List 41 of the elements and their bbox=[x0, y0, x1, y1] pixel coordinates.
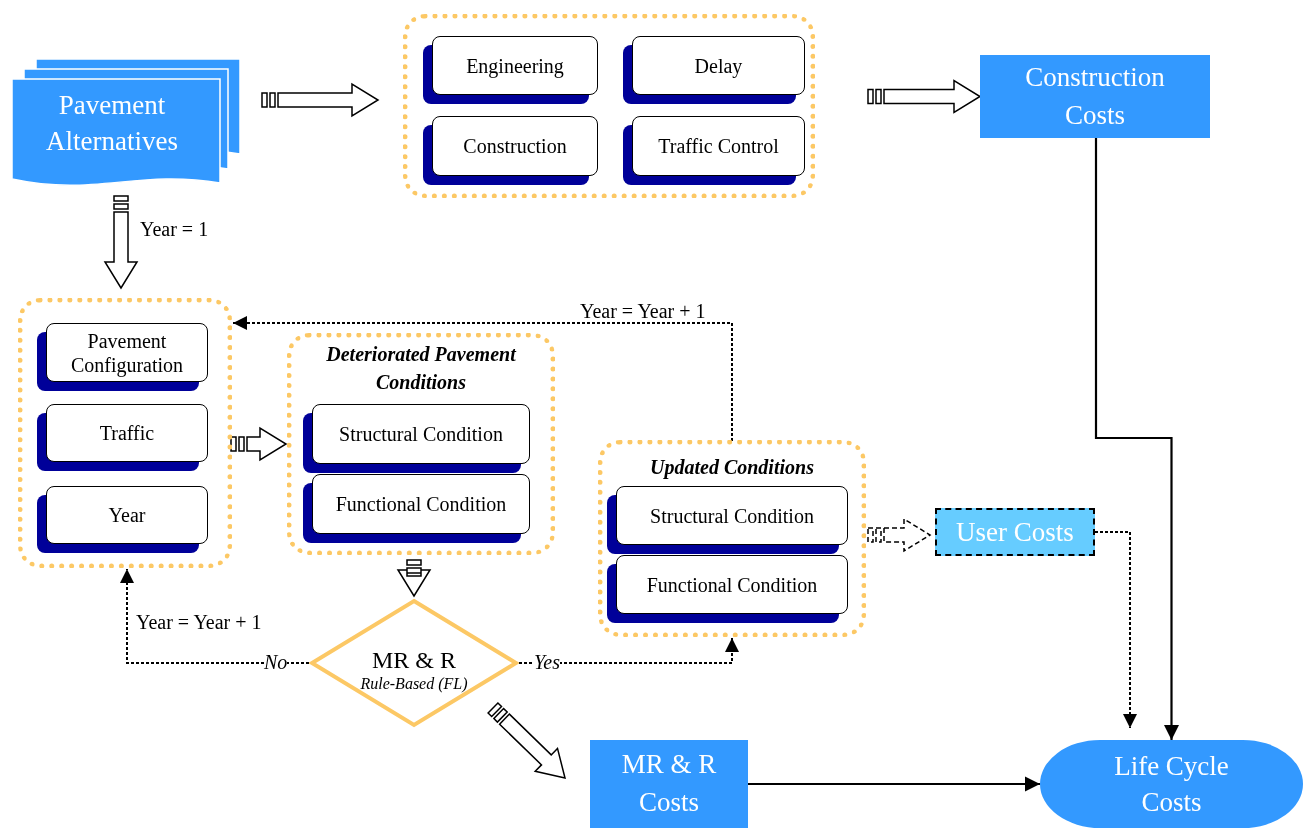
arrow bbox=[518, 637, 739, 664]
node-label: Engineering bbox=[465, 53, 565, 78]
node-label: Functional Condition bbox=[645, 572, 819, 597]
block-arrow bbox=[103, 195, 139, 290]
node-label: Structural Condition bbox=[649, 503, 815, 528]
group-title: Updated Conditions bbox=[649, 455, 815, 481]
block-arrow bbox=[487, 701, 567, 779]
node-label: User Costs bbox=[956, 516, 1074, 548]
arrow bbox=[120, 568, 310, 664]
block-arrow bbox=[230, 426, 288, 462]
group-box bbox=[403, 14, 815, 198]
arrow bbox=[748, 776, 1040, 792]
node-label: Rule-Based (FL) bbox=[360, 674, 468, 693]
node-label: Traffic bbox=[98, 421, 156, 445]
group-box bbox=[287, 333, 555, 555]
node-label: Delay bbox=[693, 53, 744, 78]
arrow bbox=[232, 316, 733, 442]
node-label: Construction Costs bbox=[1024, 60, 1166, 132]
block-arrow bbox=[261, 82, 380, 118]
node-label: Pavement Configuration bbox=[69, 328, 185, 377]
block-arrow bbox=[867, 79, 982, 114]
cost-box bbox=[590, 740, 748, 828]
node-label: MR & R bbox=[372, 647, 456, 675]
group-box bbox=[598, 440, 866, 637]
cost-box bbox=[980, 55, 1210, 138]
node-label: Year bbox=[107, 503, 147, 527]
node-label: Pavement Alternatives bbox=[45, 89, 179, 159]
group-box bbox=[18, 298, 232, 568]
block-arrow bbox=[867, 517, 932, 553]
node-label: Structural Condition bbox=[338, 422, 504, 446]
decision-diamond bbox=[309, 598, 519, 728]
group-title: Deteriorated Pavement Conditions bbox=[325, 342, 518, 395]
arrow bbox=[1094, 138, 1180, 740]
node-label: Life Cycle Costs bbox=[1113, 749, 1230, 819]
node-label: Construction bbox=[462, 134, 568, 158]
arrow bbox=[1094, 531, 1137, 729]
node-label: Functional Condition bbox=[334, 492, 508, 516]
node-label: MR & R Costs bbox=[620, 748, 718, 819]
block-arrow bbox=[396, 559, 432, 598]
cost-box bbox=[935, 508, 1095, 556]
node-label: Traffic Control bbox=[657, 134, 780, 158]
